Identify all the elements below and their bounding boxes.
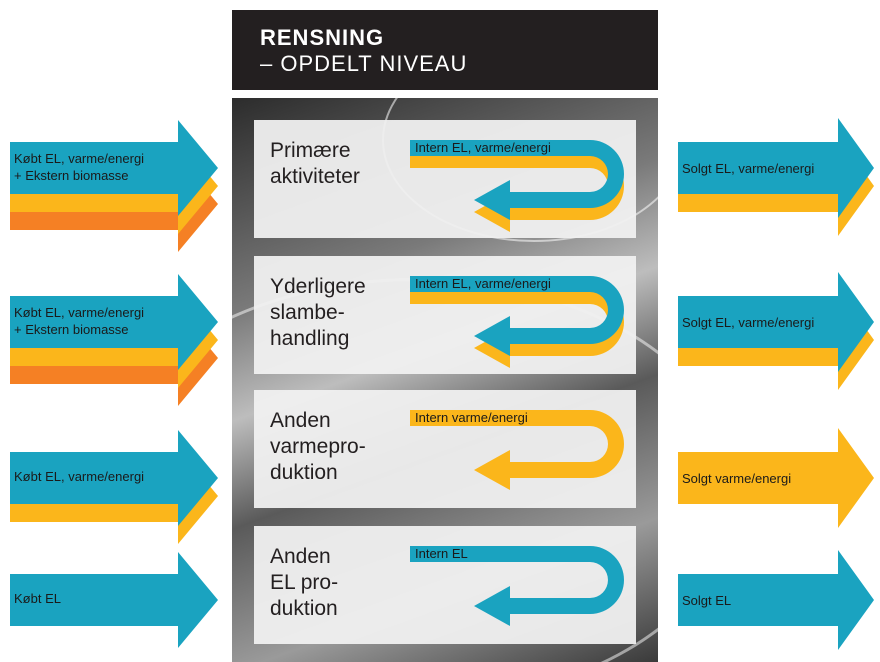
outflow-label-3: Solgt varme/energi [682, 471, 792, 486]
panel-label-3-line-2: varmepro- [270, 435, 366, 458]
outflow-arrow-2-layer-1 [678, 272, 874, 372]
inflow-label-1-line-2: + Ekstern biomasse [14, 168, 129, 183]
inflow-arrow-3-layer-1 [10, 430, 218, 526]
inflow-label-3-line-1: Købt EL, varme/energi [14, 469, 145, 484]
panel-label-2-line-1: Yderligere [270, 275, 366, 298]
internal-loop-arrow-4-layer-1 [410, 546, 624, 626]
outflow-arrow-1-layer-1 [678, 118, 874, 218]
outflow-arrow-4-layer-1 [678, 550, 874, 650]
panel-label-2-line-2: slambe- [270, 301, 345, 324]
internal-loop-arrow-3-layer-1 [410, 410, 624, 490]
internal-loop-arrow-1-layer-1 [410, 140, 624, 220]
outflow-label-1: Solgt EL, varme/energi [682, 161, 815, 176]
inflow-arrow-1-layer-1 [10, 120, 218, 216]
title-block: RENSNING – OPDELT NIVEAU [232, 10, 658, 90]
outflow-arrow-3-layer-1 [678, 428, 874, 528]
panel-label-3-line-3: duktion [270, 461, 338, 484]
inflow-arrow-4-layer-1 [10, 552, 218, 648]
inflow-label-2-line-1: Købt EL, varme/energi [14, 305, 145, 320]
internal-label-2: Intern EL, varme/energi [415, 276, 551, 291]
inflow-label-2-line-2: + Ekstern biomasse [14, 322, 129, 337]
panel-label-4-line-2: EL pro- [270, 571, 339, 594]
panel-label-1-line-1: Primære [270, 139, 351, 162]
arrows-layer [10, 118, 874, 650]
panel-label-4-line-3: duktion [270, 597, 338, 620]
inflow-label-1-line-1: Købt EL, varme/energi [14, 151, 145, 166]
outflow-label-4: Solgt EL [682, 593, 732, 608]
panel-label-2-line-3: handling [270, 327, 350, 350]
internal-label-1: Intern EL, varme/energi [415, 140, 551, 155]
inflow-label-4-line-1: Købt EL [14, 591, 61, 606]
internal-loop-arrow-1-layer-2 [410, 152, 624, 232]
level-panel-4 [254, 526, 636, 644]
outflow-label-2: Solgt EL, varme/energi [682, 315, 815, 330]
internal-loop-arrow-2-layer-2 [410, 288, 624, 368]
panel-label-4-line-1: Anden [270, 545, 331, 568]
internal-label-4: Intern EL [415, 546, 468, 561]
diagram-subtitle: – OPDELT NIVEAU [260, 51, 468, 76]
panel-label-1-line-2: aktiviteter [270, 165, 360, 188]
internal-label-3: Intern varme/energi [415, 410, 528, 425]
level-panel-3 [254, 390, 636, 508]
internal-loop-arrow-2-layer-1 [410, 276, 624, 356]
inflow-arrow-2-layer-1 [10, 274, 218, 370]
diagram-title: RENSNING [260, 25, 385, 50]
panel-label-3-line-1: Anden [270, 409, 331, 432]
